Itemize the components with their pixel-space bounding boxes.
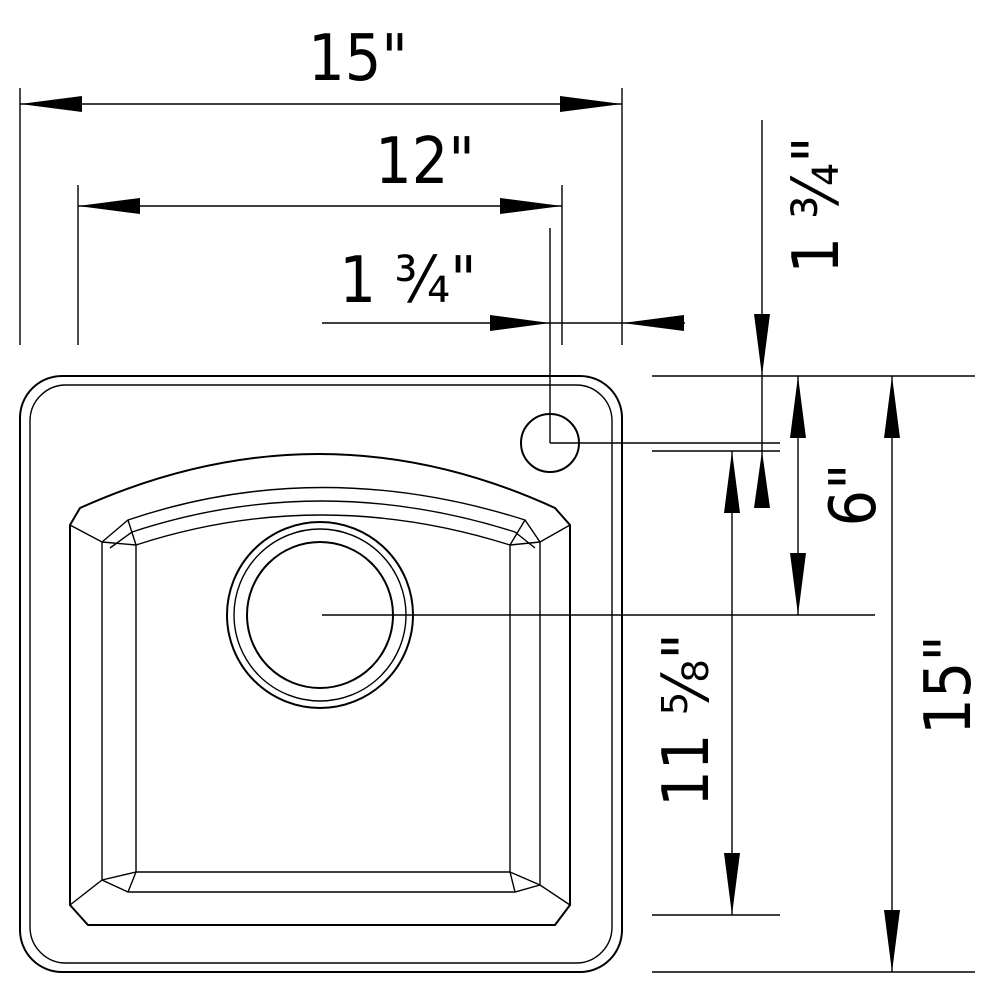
- label-drain-center: 6": [817, 463, 891, 526]
- dimension-bowl-width: 12": [78, 125, 562, 214]
- bowl-outline: [69, 453, 571, 926]
- sink-outline: [19, 375, 623, 973]
- label-overall-length: 15": [912, 635, 986, 735]
- label-faucet-offset-vertical: 1 ¾": [780, 136, 854, 273]
- dimension-overall-length: 15": [884, 376, 986, 972]
- dimension-drain-center: 6": [790, 376, 891, 615]
- label-overall-width: 15": [308, 22, 408, 96]
- label-bowl-width: 12": [375, 125, 475, 199]
- extension-lines: [19, 88, 975, 973]
- dimension-faucet-offset-horizontal: 1 ¾": [322, 244, 685, 331]
- label-faucet-offset-horizontal: 1 ¾": [339, 244, 476, 318]
- label-bowl-length: 11 ⅝": [650, 633, 724, 807]
- dimension-overall-width: 15": [20, 22, 622, 112]
- dimension-faucet-offset-vertical: 1 ¾": [754, 120, 854, 508]
- dimension-bowl-length: 11 ⅝": [650, 451, 740, 915]
